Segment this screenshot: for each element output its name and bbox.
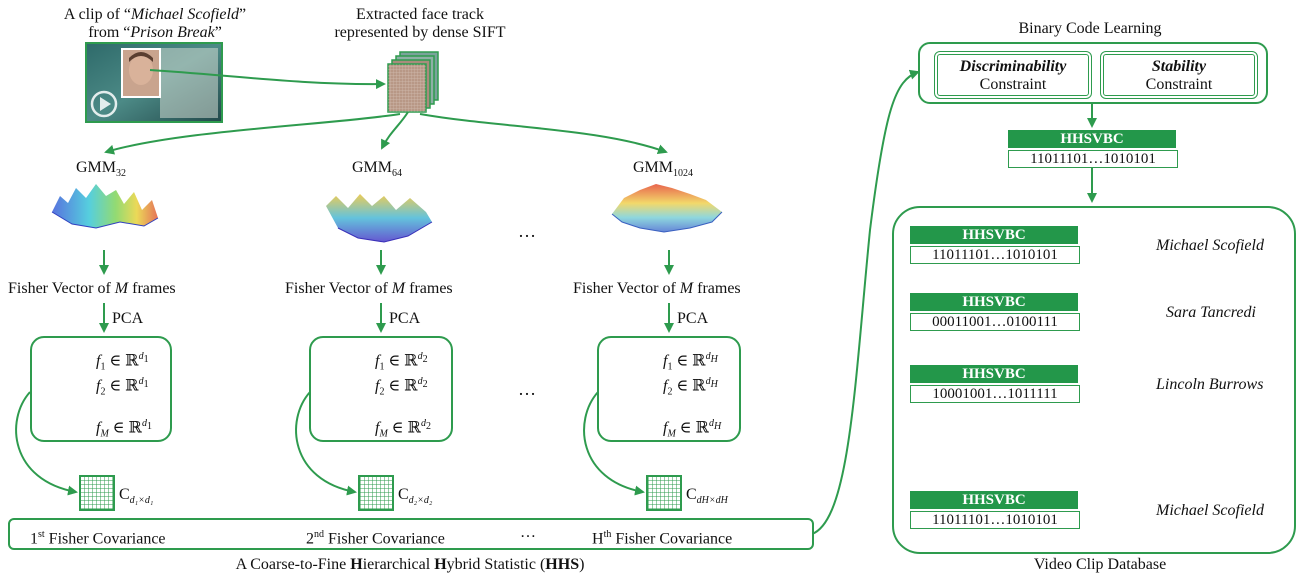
covariance-grid-1 [79, 475, 115, 511]
face-track-caption-line1: Extracted face track [356, 6, 484, 23]
pca-label-1: PCA [112, 310, 144, 327]
db-entry-2-name: Sara Tancredi [1166, 304, 1256, 321]
arrow-to-gmm32 [104, 113, 401, 155]
discriminability-constraint: Discriminability Constraint [934, 51, 1092, 99]
clip-caption-line2: from “Prison Break” [88, 24, 222, 41]
fisher-cov-2: 2nd Fisher Covariance [306, 529, 445, 548]
pca-label-2: PCA [389, 310, 421, 327]
db-entry-3-label: HHSVBC [910, 365, 1078, 383]
cov-label-1: Cd₁×d₁ [119, 486, 154, 507]
cov-label-3: CdH×dH [686, 486, 728, 507]
feature-box-3: f1 ∈ ℝdH f2 ∈ ℝdH fM ∈ ℝdH [597, 336, 741, 442]
gmm-label-1: GMM32 [76, 159, 127, 180]
feature-box-1: f1 ∈ ℝd1 f2 ∈ ℝd1 fM ∈ ℝd1 [30, 336, 172, 442]
db-entry-3-name: Lincoln Burrows [1156, 376, 1264, 393]
db-entry-2-code: 00011001…0100111 [910, 313, 1080, 331]
arrow-to-gmm1024 [419, 113, 668, 154]
clip-caption-line1: A clip of “Michael Scofield” [63, 6, 247, 23]
query-hhsvbc-code: 11011101…1010101 [1008, 150, 1178, 168]
arrow-hhs-to-binary [811, 69, 920, 535]
play-icon [100, 97, 111, 111]
cov-label-2: Cd₂×d₂ [398, 486, 433, 507]
covariance-grid-2 [358, 475, 394, 511]
db-entry-4-code: 11011101…1010101 [910, 511, 1080, 529]
arrow-clip-to-track [149, 69, 386, 90]
fisher-label-2: Fisher Vector of M frames [285, 280, 453, 297]
gmm-label-2: GMM64 [352, 159, 403, 180]
gmm-surface-3 [611, 184, 723, 233]
fisher-label-1: Fisher Vector of M frames [8, 280, 176, 297]
database-title: Video Clip Database [1033, 556, 1167, 573]
feature-box-2: f1 ∈ ℝd2 f2 ∈ ℝd2 fM ∈ ℝd2 [309, 336, 453, 442]
db-entry-1-code: 11011101…1010101 [910, 246, 1080, 264]
query-hhsvbc-label: HHSVBC [1008, 130, 1176, 148]
ellipsis-features: … [518, 379, 536, 399]
face-track-stack [387, 51, 439, 113]
fisher-cov-3: Hth Fisher Covariance [592, 529, 733, 548]
binary-learning-box: Discriminability Constraint Stability Co… [918, 42, 1268, 104]
gmm-surface-1 [51, 184, 159, 229]
covariance-grid-3 [646, 475, 682, 511]
db-entry-4-name: Michael Scofield [1156, 502, 1264, 519]
arrow-to-gmm64 [381, 111, 409, 150]
gmm-surface-2 [326, 194, 433, 243]
db-entry-1-name: Michael Scofield [1156, 237, 1264, 254]
video-clip-thumbnail[interactable] [85, 42, 223, 123]
ellipsis-gmm: … [518, 221, 536, 241]
hhs-caption: A Coarse-to-Fine Hierarchical Hybrid Sta… [235, 556, 585, 573]
pca-label-3: PCA [677, 310, 709, 327]
hhs-bar: 1st Fisher Covariance 2nd Fisher Covaria… [8, 518, 814, 550]
face-track-caption-line2: represented by dense SIFT [334, 24, 506, 41]
db-entry-2-label: HHSVBC [910, 293, 1078, 311]
ellipsis-cov: … [520, 524, 536, 541]
binary-title: Binary Code Learning [1018, 20, 1162, 37]
fisher-cov-1: 1st Fisher Covariance [30, 529, 166, 548]
db-entry-1-label: HHSVBC [910, 226, 1078, 244]
stability-constraint: Stability Constraint [1100, 51, 1258, 99]
gmm-label-3: GMM1024 [633, 159, 694, 180]
db-entry-4-label: HHSVBC [910, 491, 1078, 509]
fisher-label-3: Fisher Vector of M frames [573, 280, 741, 297]
db-entry-3-code: 10001001…1011111 [910, 385, 1080, 403]
